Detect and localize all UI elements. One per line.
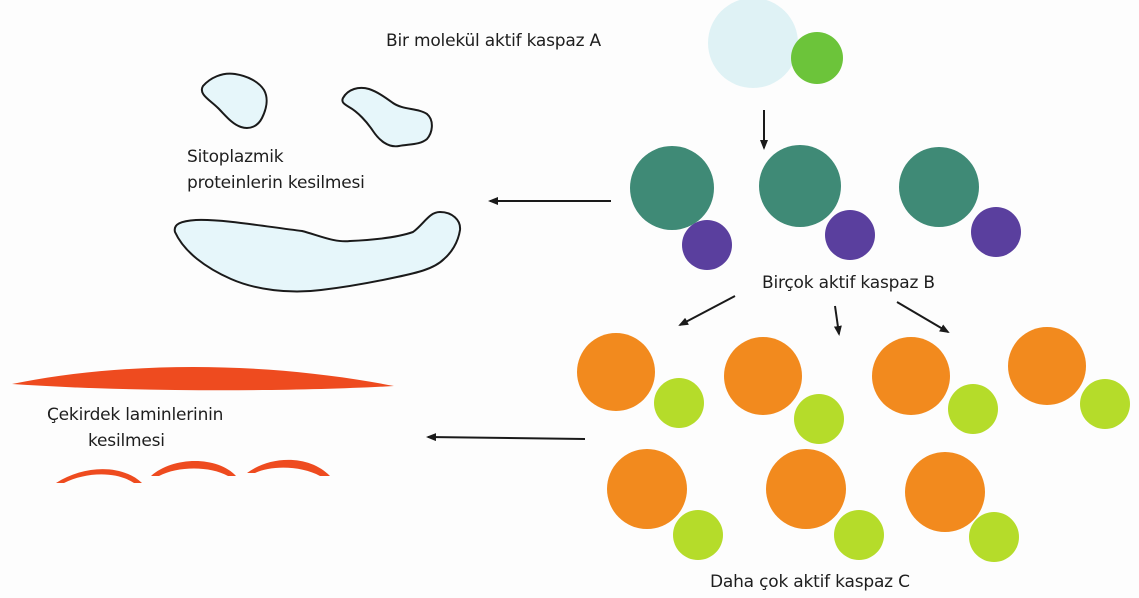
caspase-c-large-subunit: [607, 449, 687, 529]
lamin-fragment: [151, 461, 236, 476]
caspase-b-large-subunit: [630, 146, 714, 230]
caspase-c-molecule: [1008, 327, 1130, 429]
caspase-a-label: Bir molekül aktif kaspaz A: [386, 30, 601, 52]
caspase-c-large-subunit: [1008, 327, 1086, 405]
caspase-b-large-subunit: [759, 145, 841, 227]
caspase-c-small-subunit: [794, 394, 844, 444]
protein-fragment: [175, 212, 460, 292]
caspase-b-molecule: [630, 146, 732, 270]
caspase-b-molecules: [630, 145, 1021, 270]
caspase-c-small-subunit: [654, 378, 704, 428]
nuclear-lamin-cleavage-label-line1: Çekirdek laminlerinin: [47, 404, 223, 426]
caspase-c-molecule: [607, 449, 723, 560]
arrow-b-to-c-middle: [835, 306, 839, 334]
caspase-c-molecule: [724, 337, 844, 444]
caspase-b-small-subunit: [682, 220, 732, 270]
caspase-b-label: Birçok aktif kaspaz B: [762, 272, 935, 294]
lamin-band: [12, 367, 394, 390]
caspase-b-small-subunit: [825, 210, 875, 260]
caspase-c-molecule: [872, 337, 998, 434]
arrow-b-to-c-right: [897, 302, 948, 332]
arrow-b-to-c-left: [680, 296, 735, 325]
caspase-b-molecule: [759, 145, 875, 260]
caspase-c-molecule: [905, 452, 1019, 562]
lamin-fragment: [247, 460, 330, 476]
cytoplasmic-cleavage-label-line2: proteinlerin kesilmesi: [187, 172, 365, 194]
caspase-b-large-subunit: [899, 147, 979, 227]
protein-fragment: [202, 74, 267, 128]
caspase-c-molecule: [766, 449, 884, 560]
caspase-c-small-subunit: [834, 510, 884, 560]
caspase-c-large-subunit: [724, 337, 802, 415]
caspase-a-large-subunit: [708, 0, 798, 88]
protein-fragment: [342, 88, 432, 146]
caspase-c-large-subunit: [905, 452, 985, 532]
caspase-c-molecules: [577, 327, 1130, 562]
caspase-b-molecule: [899, 147, 1021, 257]
caspase-c-large-subunit: [577, 333, 655, 411]
lamin-fragment: [56, 469, 142, 483]
cytoplasmic-cleavage-label-line1: Sitoplazmik: [187, 146, 283, 168]
arrow-c-to-lamin-cleavage: [428, 437, 585, 439]
caspase-c-small-subunit: [948, 384, 998, 434]
caspase-c-large-subunit: [872, 337, 950, 415]
caspase-b-small-subunit: [971, 207, 1021, 257]
caspase-a-molecule: [708, 0, 843, 88]
caspase-c-small-subunit: [969, 512, 1019, 562]
caspase-c-small-subunit: [1080, 379, 1130, 429]
caspase-c-small-subunit: [673, 510, 723, 560]
caspase-c-molecule: [577, 333, 704, 428]
caspase-c-large-subunit: [766, 449, 846, 529]
nuclear-lamin-cleavage-label-line2: kesilmesi: [88, 430, 165, 452]
caspase-a-small-subunit: [791, 32, 843, 84]
caspase-c-label: Daha çok aktif kaspaz C: [710, 571, 910, 593]
